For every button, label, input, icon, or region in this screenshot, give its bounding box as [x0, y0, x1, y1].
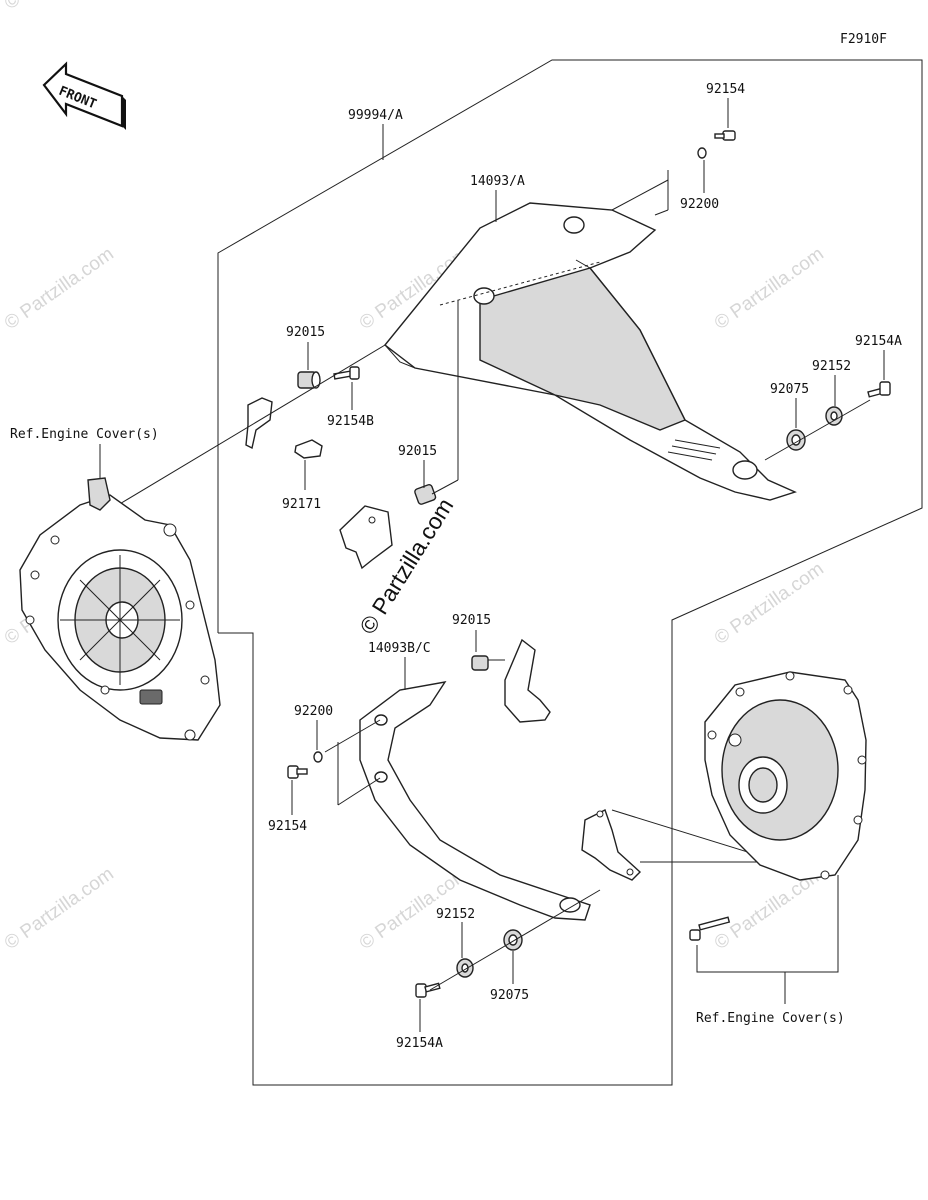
mid-bracket: [339, 505, 393, 570]
collar-upper-b: [414, 483, 437, 505]
washer-lower: [456, 958, 474, 978]
watermark-text: © Partzilla.com: [711, 243, 828, 334]
label-collar-lower: 92015: [452, 613, 491, 628]
bolt-a-right: [867, 381, 891, 398]
clip: [294, 439, 323, 459]
leader-collar-axis: [431, 479, 459, 495]
label-bolt-b: 92154B: [327, 414, 374, 429]
washer-top: [697, 147, 707, 159]
label-washer-lower-left: 92200: [294, 704, 333, 719]
kit-outline: [217, 59, 923, 1086]
leader-axis-lower: [429, 889, 601, 991]
leader-axis-top: [611, 179, 669, 211]
label-washer-right: 92152: [812, 359, 851, 374]
label-shield-lower: 14093B/C: [368, 641, 431, 656]
label-bolt-a-right: 92154A: [855, 334, 902, 349]
right-lower-bracket: [581, 809, 642, 881]
watermark-text: © Partzilla.com: [1, 0, 118, 14]
lower-shield: [359, 681, 591, 921]
label-bolt-a-lower: 92154A: [396, 1036, 443, 1051]
leader-axis-left: [117, 344, 386, 506]
label-bolt-lower-left: 92154: [268, 819, 307, 834]
collar-lower: [471, 655, 489, 671]
label-ref-left: Ref.Engine Cover(s): [10, 427, 159, 442]
label-shield-upper: 14093/A: [470, 174, 525, 189]
bolt-a-lower: [415, 982, 441, 998]
label-washer-top: 92200: [680, 197, 719, 212]
watermark-text: © Partzilla.com: [1, 863, 118, 954]
label-kit: 99994/A: [348, 108, 403, 123]
label-collar-upper-a: 92015: [286, 325, 325, 340]
right-cover-bolt: [689, 916, 731, 941]
right-engine-cover: [704, 671, 867, 881]
collar-upper-a: [297, 371, 321, 389]
bolt-top: [714, 130, 736, 141]
bolt-lower-left: [287, 765, 308, 779]
watermark-text: © Partzilla.com: [711, 558, 828, 649]
washer-lower-left: [313, 751, 323, 763]
label-grommet-right: 92075: [770, 382, 809, 397]
label-ref-right: Ref.Engine Cover(s): [696, 1011, 845, 1026]
upper-frame-slider-shield: [384, 202, 797, 501]
leader-ref-right-bracket: [696, 875, 839, 973]
front-arrow: FRONT: [42, 61, 126, 130]
leader-axis-right: [764, 399, 871, 461]
washer-right: [825, 406, 843, 426]
watermark-text: © Partzilla.com: [1, 243, 118, 334]
lower-bracket: [504, 638, 551, 723]
left-engine-cover: [19, 477, 221, 741]
bolt-b: [333, 366, 360, 380]
label-bolt-top: 92154: [706, 82, 745, 97]
figure-code: F2910F: [840, 32, 887, 47]
upper-bracket: [245, 397, 273, 450]
label-collar-upper-b: 92015: [398, 444, 437, 459]
label-grommet-lower: 92075: [490, 988, 529, 1003]
grommet-lower: [503, 929, 523, 951]
label-clip: 92171: [282, 497, 321, 512]
label-washer-lower: 92152: [436, 907, 475, 922]
grommet-right: [786, 429, 806, 451]
